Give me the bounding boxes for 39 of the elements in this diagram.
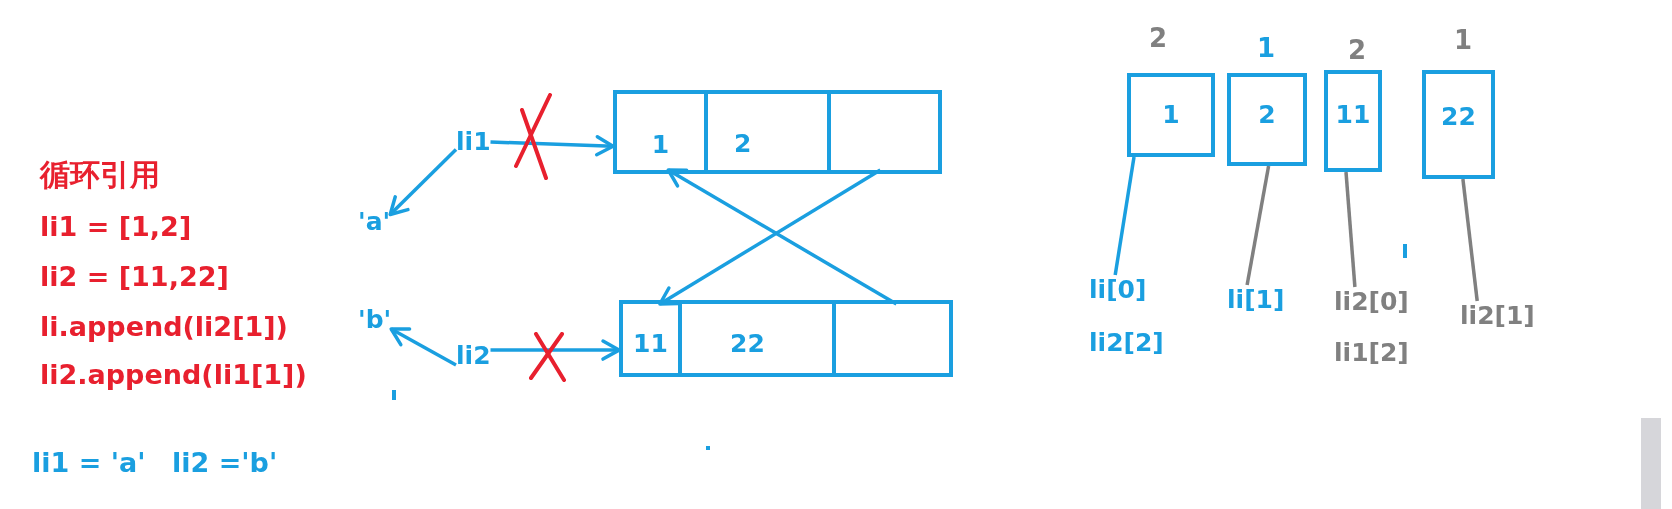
heading-label: 循环引用 [40, 157, 160, 193]
list-slot: 2 [704, 94, 827, 170]
object-box: 11 [1324, 70, 1382, 172]
leader-line [1344, 171, 1357, 288]
code-line: li2 ='b' [172, 447, 278, 479]
list-slot: 22 [678, 304, 832, 373]
code-line: li2.append(li1[1]) [40, 359, 307, 391]
arrow [388, 148, 458, 217]
reference-label: li[1] [1227, 285, 1285, 315]
string-value-label: 'a' [358, 207, 391, 237]
reference-count-label: 1 [1453, 25, 1473, 55]
reference-count-label: 2 [1347, 35, 1367, 65]
reference-label: li2[2] [1089, 328, 1164, 358]
leader-line [1245, 165, 1271, 286]
object-box: 1 [1127, 73, 1215, 157]
object-box: 22 [1422, 70, 1495, 179]
list-slot: 1 [617, 94, 704, 170]
variable-label: li2 [456, 341, 491, 371]
list-box [619, 300, 953, 377]
reference-label: li2[1] [1460, 301, 1535, 331]
reference-count-label: 1 [1256, 33, 1276, 63]
arrow [490, 135, 615, 157]
code-line: li1 = [1,2] [40, 211, 192, 243]
object-box: 2 [1227, 73, 1307, 166]
arrow [490, 339, 621, 361]
leader-line [1461, 178, 1479, 302]
list-slot: 11 [623, 304, 678, 373]
variable-label: li1 [456, 127, 491, 157]
code-line: li2 = [11,22] [40, 261, 229, 293]
reference-label: li[0] [1089, 275, 1148, 305]
list-box [613, 90, 942, 174]
string-value-label: 'b' [358, 305, 392, 335]
reference-count-label: 2 [1148, 23, 1168, 53]
arrow [389, 327, 457, 367]
code-line: li1 = 'a' [32, 447, 146, 479]
code-line: li.append(li2[1]) [40, 311, 288, 343]
reference-label: li1[2] [1334, 338, 1409, 368]
leader-line [1113, 156, 1136, 276]
reference-label: li2[0] [1334, 287, 1409, 317]
